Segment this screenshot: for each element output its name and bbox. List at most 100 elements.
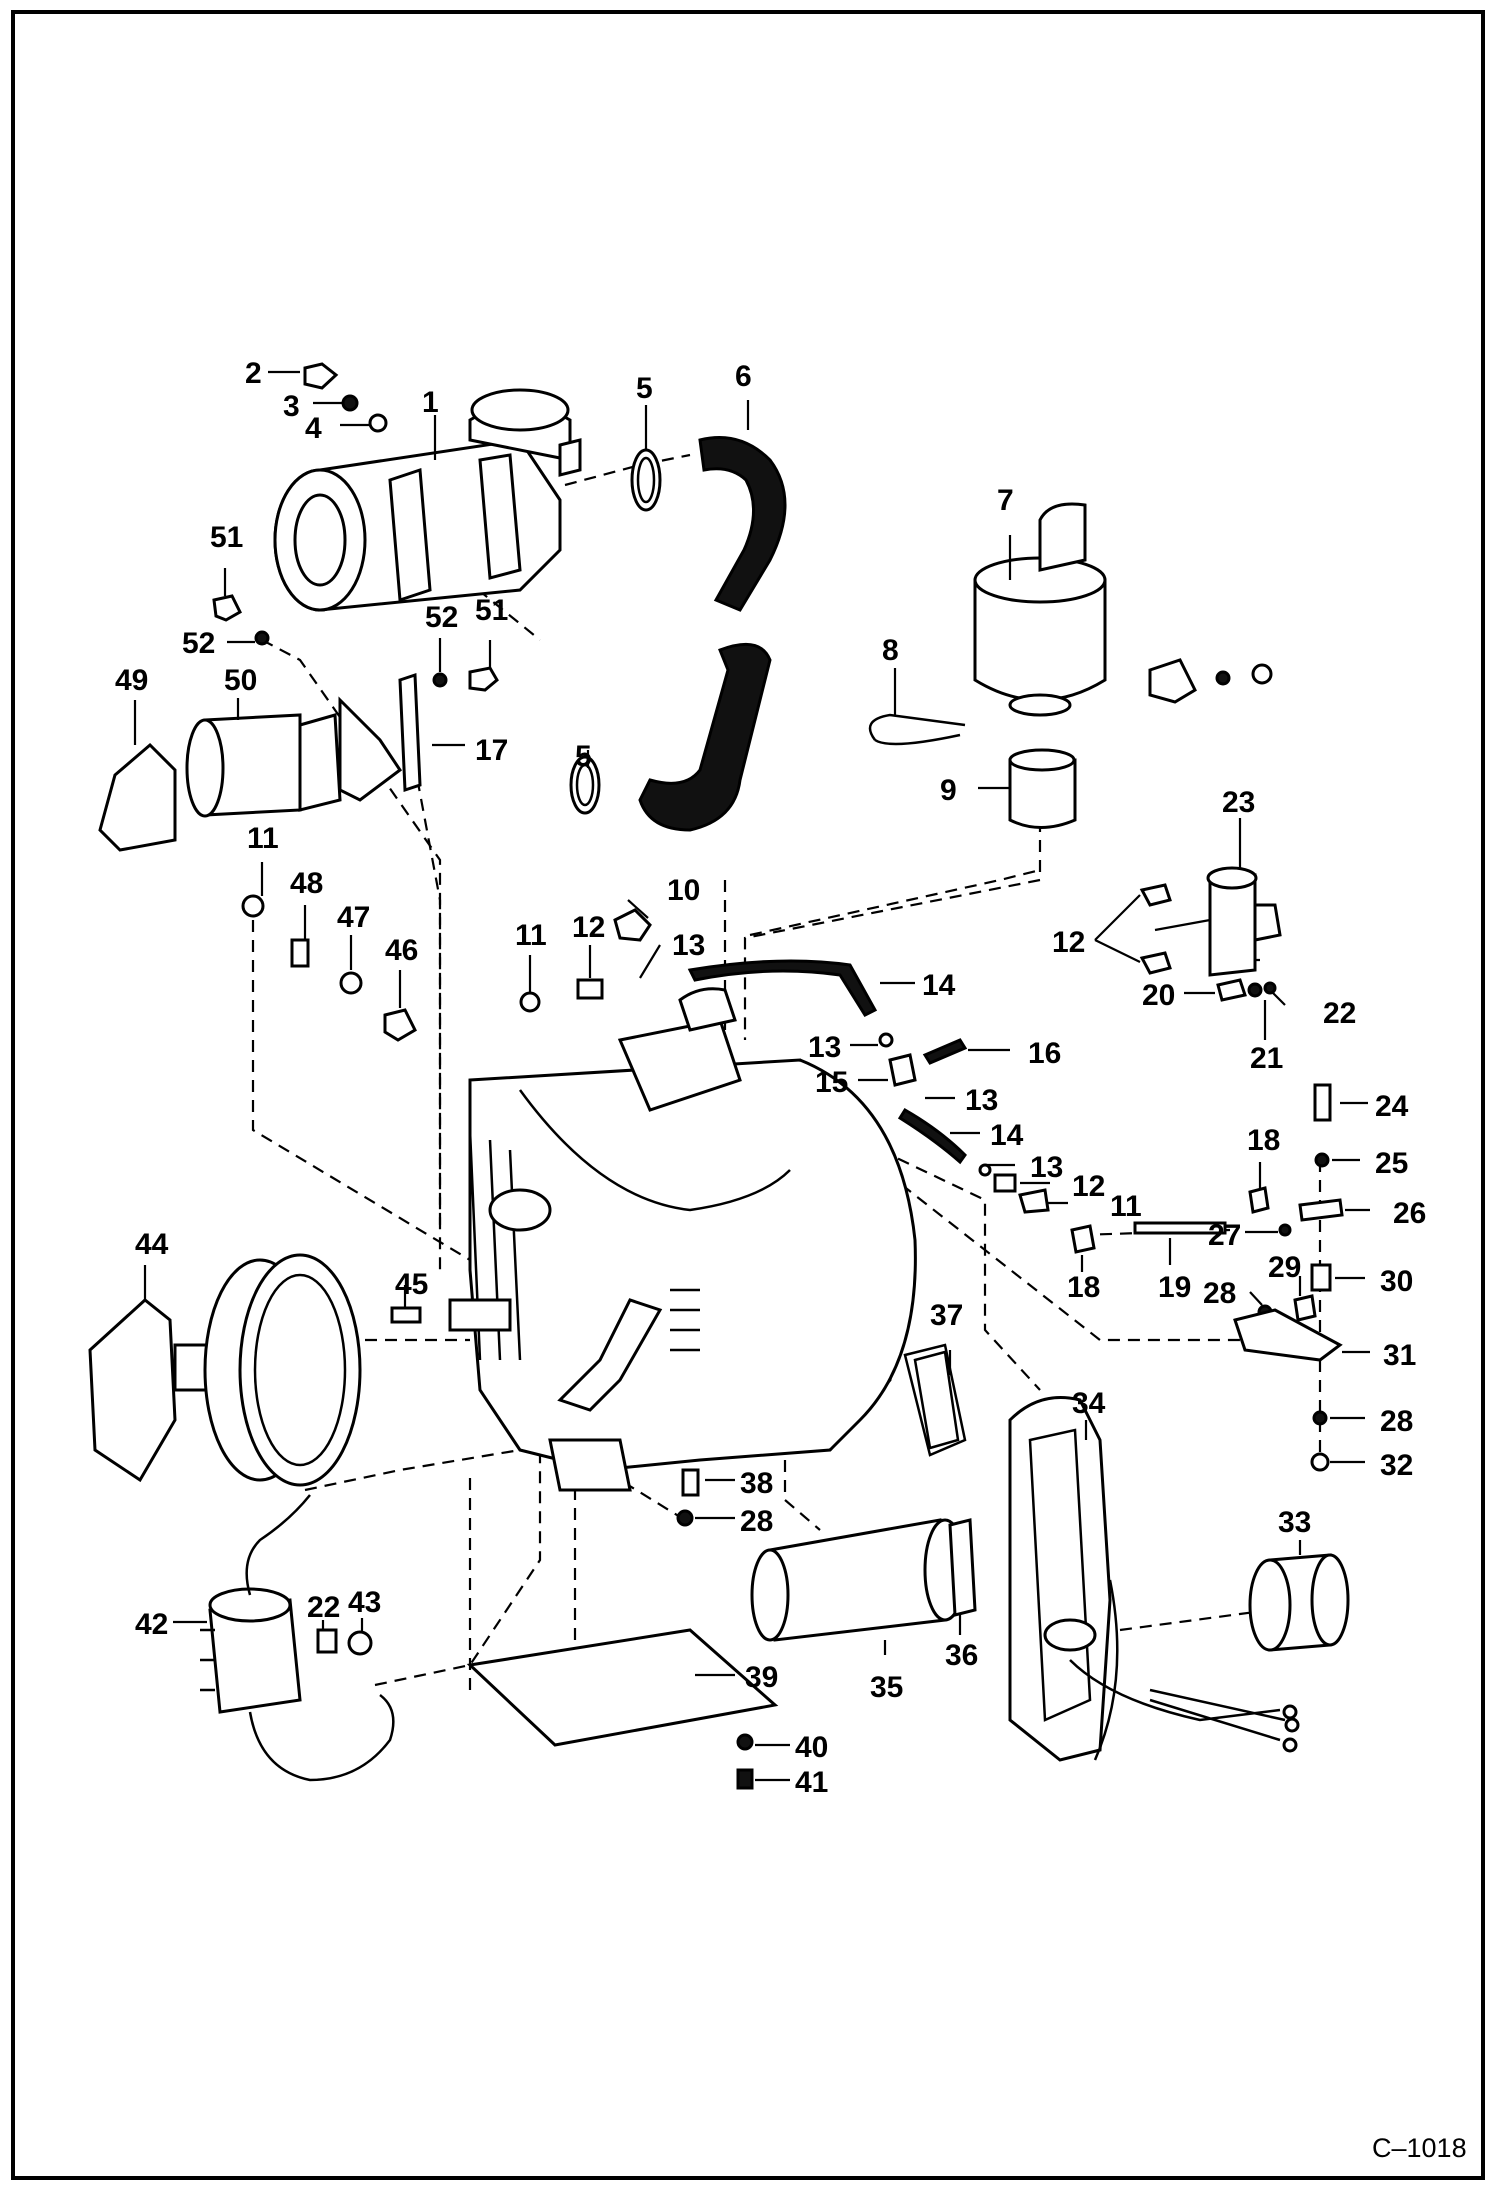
elbow-hose-6 [698,436,787,612]
nut-43 [347,1630,373,1656]
nut-a [1215,670,1231,686]
hose-clamp-5-lower [569,755,601,815]
washer-52-left [254,630,270,646]
fitting-47 [339,971,363,995]
fitting-16 [922,1038,968,1065]
elbow-11-lower [1018,1188,1050,1214]
callout-c27: 27 [1208,1219,1241,1252]
washer-52-right [432,672,448,688]
callout-c19: 19 [1158,1271,1191,1304]
washer-3 [341,394,359,412]
callout-c13b: 13 [808,1031,841,1064]
callout-c32: 32 [1380,1449,1413,1482]
wire-leads [1069,1659,1286,1742]
callout-c21: 21 [1250,1042,1283,1075]
callout-c18b: 18 [1067,1271,1100,1304]
exhaust-sleeve-9 [1008,748,1077,829]
callout-c10: 10 [667,874,700,907]
callout-c40: 40 [795,1731,828,1764]
washer-40 [736,1733,754,1751]
callout-c39: 39 [745,1661,778,1694]
gear-case-34 [1008,1396,1119,1762]
callout-c28a: 28 [1203,1277,1236,1310]
callout-c6: 6 [735,360,752,393]
callout-c18a: 18 [1247,1124,1280,1157]
callout-c20: 20 [1142,979,1175,1012]
callout-c11b: 11 [515,919,547,952]
screw-20 [1216,978,1247,1002]
callout-c48: 48 [290,867,323,900]
muffler-flange-line [743,820,1042,1040]
callout-c46: 46 [385,934,418,967]
fitting-18-lower [1070,1224,1096,1254]
cover-17 [398,672,422,793]
callout-c15: 15 [815,1066,848,1099]
callout-c28b: 28 [1380,1405,1413,1438]
washer-28-block [676,1509,694,1527]
callout-c4a: 4 [305,412,322,445]
callout-c51a: 51 [210,521,243,554]
callout-c22a: 22 [1323,997,1356,1030]
fitting-11-left [241,894,265,918]
callout-c9: 9 [940,774,957,807]
callout-c17: 17 [475,734,508,767]
washer-27 [1278,1223,1292,1237]
stud-26 [1298,1198,1344,1222]
key-45 [390,1306,422,1324]
bracket-bolt-line [404,558,541,641]
fuel-line-upper [749,868,1041,937]
wire-terminal-b [1284,1717,1300,1733]
callout-c8: 8 [882,634,899,667]
coil-wire-lower [248,1694,395,1782]
bracket-bolt-51-upper [212,594,242,622]
fuel-hose-14-upper [687,959,878,1017]
callout-c51b: 51 [475,594,508,627]
callout-c31: 31 [1383,1339,1416,1372]
drawing-code: C–1018 [1372,2133,1467,2163]
callout-c50: 50 [224,664,257,697]
callout-c12c: 12 [1072,1170,1105,1203]
filter-35 [750,1518,967,1642]
callout-c49: 49 [115,664,148,697]
callout-c52b: 52 [425,601,458,634]
callout-c25: 25 [1375,1147,1408,1180]
u-bolt-8 [868,713,966,746]
fitting-11-line [251,920,471,1261]
fitting-10 [613,908,652,942]
pin-48 [290,938,310,968]
callout-c13a: 13 [672,929,705,962]
callout-c24: 24 [1375,1090,1409,1123]
wire-terminal-c [1282,1737,1298,1753]
fitting-11-mid [519,991,541,1013]
muffler-7 [973,502,1107,717]
bolt-30 [1310,1263,1332,1292]
callout-c43: 43 [348,1586,381,1619]
fitting-18-upper [1248,1186,1270,1214]
nut-32 [1310,1452,1330,1472]
callout-c34: 34 [1072,1387,1106,1420]
callout-c12a: 12 [572,911,605,944]
nut-22-coil [316,1628,338,1654]
fitting-15 [888,1053,917,1087]
coil-lower-line [374,1380,542,1687]
callout-c37: 37 [930,1299,963,1332]
callout-c47: 47 [337,901,370,934]
callout-c5b: 5 [575,740,592,773]
washer-4 [368,413,388,433]
air-cleaner [273,388,582,612]
callout-c52a: 52 [182,627,215,660]
callout-c16: 16 [1028,1037,1061,1070]
callout-c14b: 14 [990,1119,1024,1152]
callout-c44: 44 [135,1228,169,1261]
callout-c35: 35 [870,1671,903,1704]
assembly-lines [251,453,1322,1720]
filter-line [783,1440,821,1531]
bolt-38 [681,1468,700,1497]
callout-c11a: 11 [247,822,279,855]
fitting-12-pump-upper [1139,883,1172,907]
pulley-guard-44 [88,1298,177,1483]
leader-lines [133,370,1370,1782]
bolt-41 [736,1768,754,1790]
callout-c7: 7 [997,484,1014,517]
callout-c22b: 22 [307,1591,340,1624]
